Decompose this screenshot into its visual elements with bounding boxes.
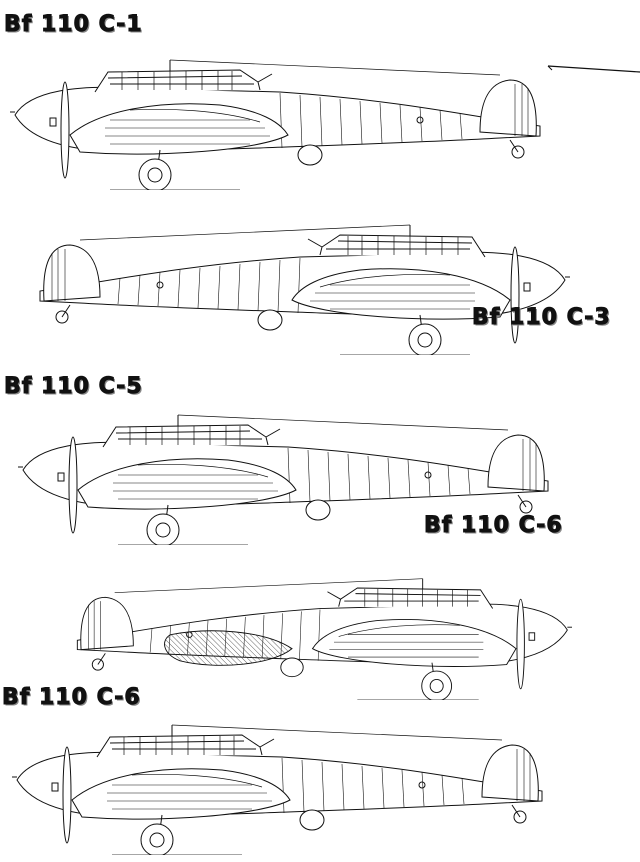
aircraft-drawing-c6-right	[77, 579, 574, 701]
aircraft-drawing-c3	[39, 224, 570, 355]
model-label: Bf 110 C-1	[4, 12, 143, 37]
model-label: Bf 110 C-6	[424, 513, 563, 538]
aircraft-drawing-c1	[10, 59, 640, 190]
model-label: Bf 110 C-6	[2, 685, 141, 710]
model-label: Bf 110 C-5	[4, 374, 143, 399]
aircraft-drawing-c6-left	[12, 724, 543, 855]
model-label: Bf 110 C-3	[472, 305, 611, 330]
